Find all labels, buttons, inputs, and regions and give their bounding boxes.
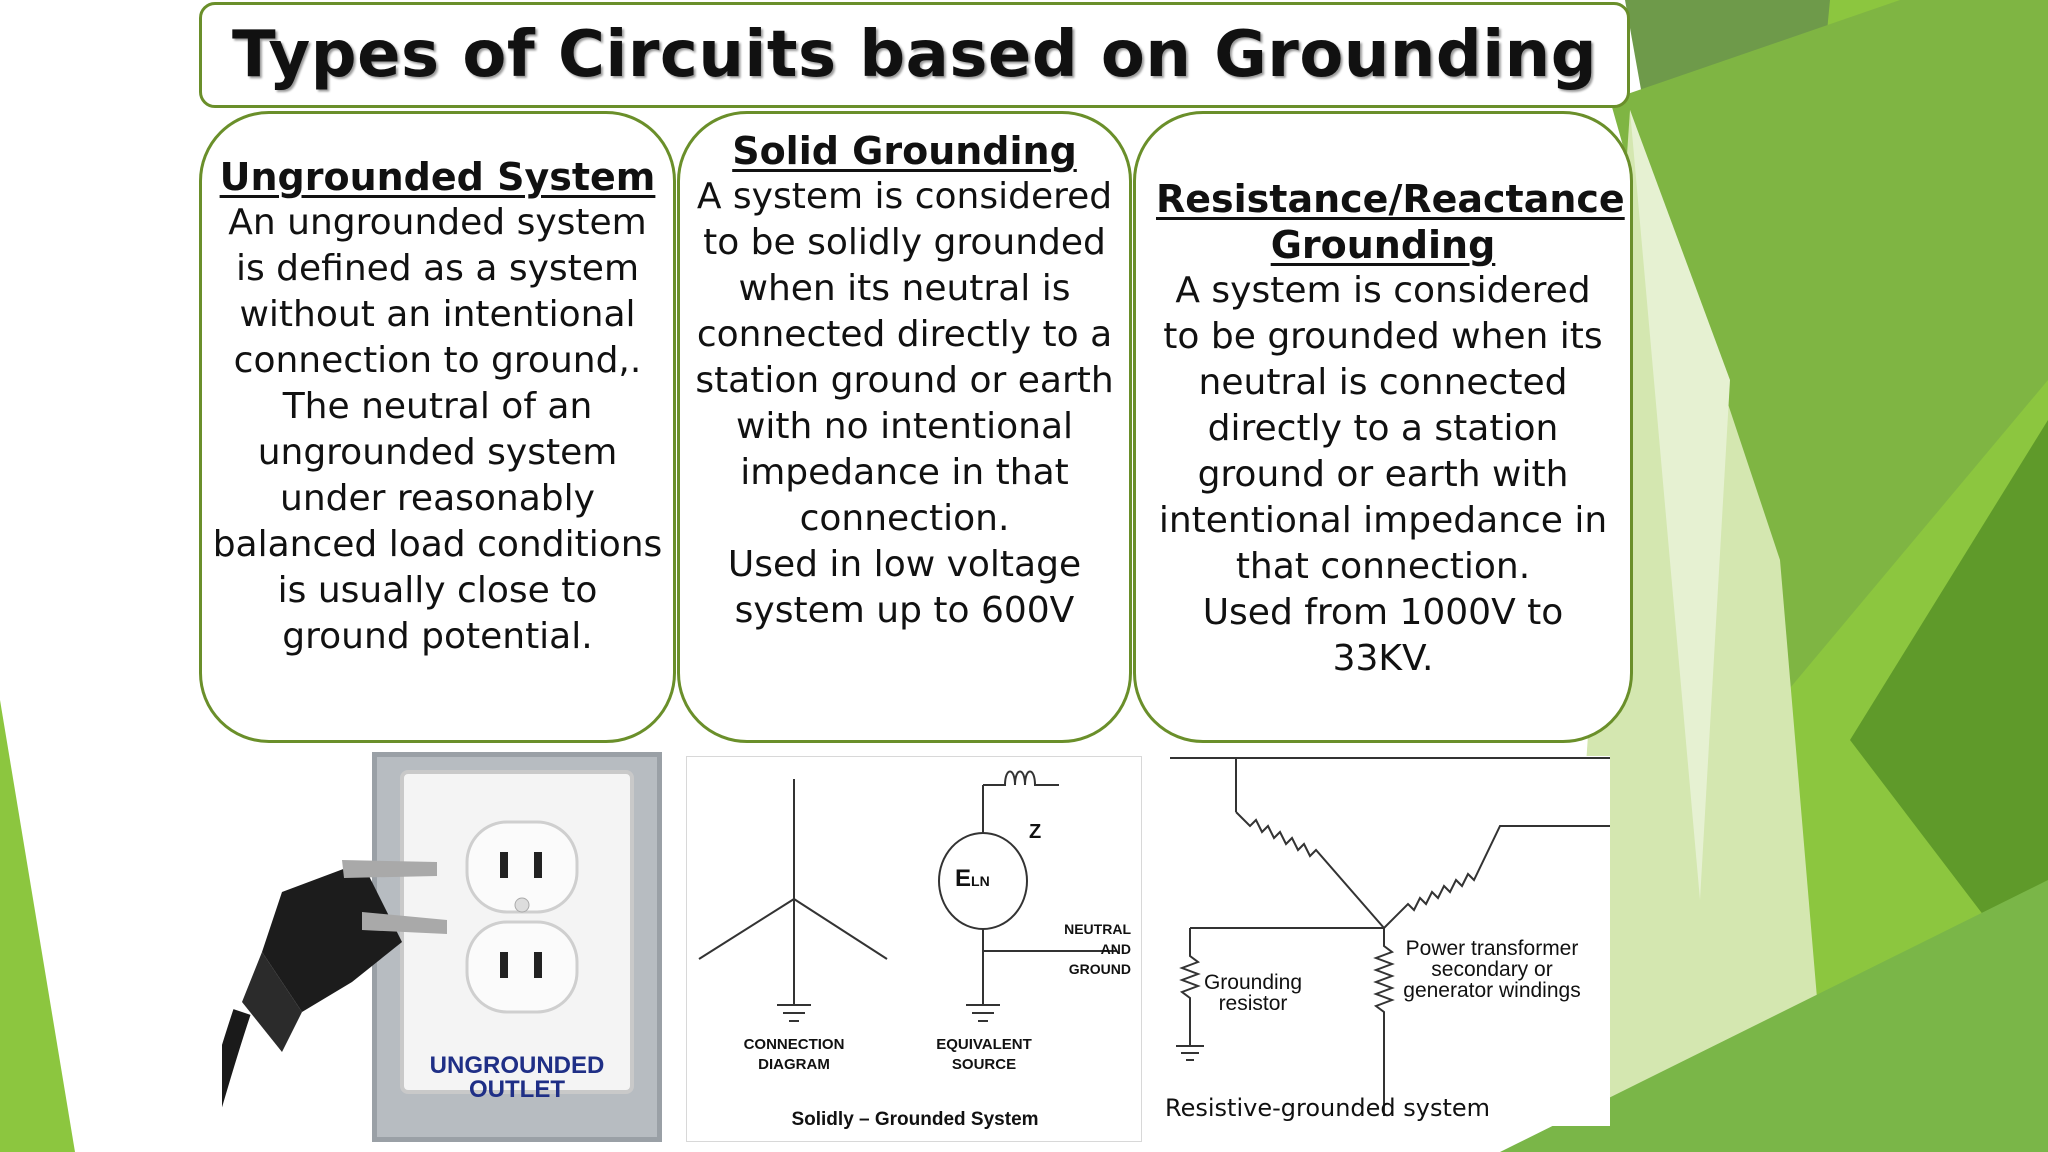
neutral-line3: GROUND: [1068, 961, 1131, 977]
transformer-label: Power transformer secondary or generator…: [1392, 938, 1592, 1001]
equivalent-line1: EQUIVALENT: [936, 1036, 1032, 1053]
eln-label: ELN: [955, 865, 990, 893]
card-solid-grounding: Solid Grounding A system is considered t…: [677, 111, 1132, 743]
transformer-line3: generator windings: [1403, 979, 1581, 1002]
card-ungrounded-system: Ungrounded System An ungrounded system i…: [199, 111, 676, 743]
card-heading: Solid Grounding: [732, 129, 1077, 173]
card-body: A system is considered to be grounded wh…: [1158, 270, 1608, 587]
outlet-label-line1: UNGROUNDED: [429, 1052, 605, 1079]
card-heading: Resistance/Reactance Grounding: [1156, 177, 1625, 267]
title-box: Types of Circuits based on Grounding: [199, 2, 1630, 108]
connection-diagram-label: CONNECTION DIAGRAM: [727, 1035, 861, 1075]
resistive-grounded-diagram: Grounding resistor Power transformer sec…: [1170, 756, 1610, 1126]
connection-line2: DIAGRAM: [758, 1056, 830, 1073]
solidly-grounded-schematic: [698, 770, 1117, 1022]
bg-right-pale-panel: [1630, 110, 1730, 900]
eln-e: E: [955, 865, 972, 892]
card-body: An ungrounded system is defined as a sys…: [212, 202, 663, 657]
z-label: Z: [1029, 821, 1042, 843]
bg-left-green-wedge: [0, 700, 75, 1152]
transformer-line2: secondary or: [1431, 958, 1553, 981]
resistive-grounded-schematic: [1170, 757, 1610, 1116]
slide-title: Types of Circuits based on Grounding: [231, 18, 1598, 92]
bg-right-mid-panel: [1610, 0, 2048, 700]
solidly-grounded-caption: Solidly – Grounded System: [791, 1109, 1039, 1130]
transformer-line1: Power transformer: [1405, 937, 1579, 960]
neutral-line2: AND: [1100, 941, 1131, 957]
ungrounded-outlet-image: UNGROUNDED OUTLET: [193, 752, 662, 1145]
card-body: A system is considered to be solidly gro…: [695, 176, 1114, 539]
card-body-usage: Used from 1000V to 33KV.: [1202, 592, 1564, 679]
bg-bottom-green: [1500, 880, 2048, 1152]
card-body-usage: Used in low voltage system up to 600V: [727, 544, 1082, 631]
neutral-line1: NEUTRAL: [1064, 921, 1131, 937]
bg-right-deep-panel: [1850, 420, 2048, 1000]
card-resistance-reactance-grounding: Resistance/Reactance Grounding A system …: [1133, 111, 1633, 743]
grounding-resistor-line2: resistor: [1218, 992, 1288, 1015]
resistive-grounded-caption: Resistive-grounded system: [1165, 1094, 1491, 1122]
card-heading: Ungrounded System: [219, 155, 656, 199]
neutral-ground-label: NEUTRAL AND GROUND: [1064, 919, 1131, 979]
grounding-resistor-label: Grounding resistor: [1198, 972, 1308, 1014]
outlet-label: UNGROUNDED OUTLET: [402, 1054, 632, 1102]
outlet-label-line2: OUTLET: [469, 1076, 565, 1103]
grounding-resistor-line1: Grounding: [1203, 971, 1303, 994]
connection-line1: CONNECTION: [743, 1036, 845, 1053]
outlet-illustration: [193, 752, 662, 1145]
equivalent-line2: SOURCE: [951, 1056, 1017, 1073]
solidly-grounded-diagram: Z ELN NEUTRAL AND GROUND CONNECTION DIAG…: [686, 756, 1142, 1142]
eln-subscript: LN: [971, 873, 990, 889]
equivalent-source-label: EQUIVALENT SOURCE: [917, 1035, 1051, 1075]
